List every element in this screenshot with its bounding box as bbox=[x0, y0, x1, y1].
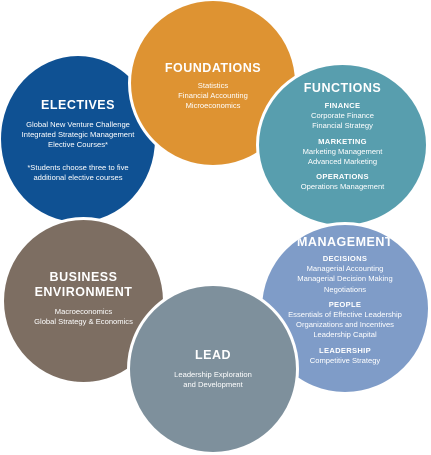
functions-title: FUNCTIONS bbox=[303, 81, 382, 95]
business-environment-title: BUSINESS ENVIRONMENT bbox=[4, 270, 163, 300]
functions-item: Advanced Marketing bbox=[307, 157, 378, 167]
functions-item: Financial Strategy bbox=[312, 121, 373, 131]
management-subheading: LEADERSHIP bbox=[319, 345, 371, 355]
functions-subheading: FINANCE bbox=[324, 101, 361, 110]
foundations-item: Microeconomics bbox=[185, 101, 241, 111]
foundations-item: Financial Accounting bbox=[178, 91, 248, 101]
management-circle: MANAGEMENT DECISIONS Managerial Accounti… bbox=[259, 222, 431, 395]
management-item: Managerial Accounting bbox=[306, 264, 384, 274]
management-subheading: PEOPLE bbox=[328, 299, 362, 309]
lead-item: and Development bbox=[183, 380, 243, 390]
foundations-title: FOUNDATIONS bbox=[164, 61, 262, 75]
functions-subheading: MARKETING bbox=[318, 136, 367, 146]
lead-item: Leadership Exploration bbox=[174, 370, 252, 379]
management-item: Managerial Decision Making bbox=[297, 274, 393, 284]
foundations-item: Statistics bbox=[197, 81, 229, 90]
business-environment-item: Global Strategy & Economics bbox=[34, 317, 133, 327]
functions-subheading: OPERATIONS bbox=[316, 172, 369, 182]
functions-item: Marketing Management bbox=[302, 146, 383, 156]
business-environment-title-line2: ENVIRONMENT bbox=[34, 285, 133, 299]
management-item: Negotiations bbox=[323, 284, 367, 294]
business-environment-item: Macroeconomics bbox=[54, 307, 113, 316]
electives-title: ELECTIVES bbox=[41, 98, 115, 112]
electives-note: *Students choose three to five bbox=[27, 162, 129, 172]
lead-title: LEAD bbox=[194, 348, 232, 362]
electives-item: Global New Venture Challenge bbox=[26, 120, 130, 129]
lead-circle: LEAD Leadership Exploration and Developm… bbox=[127, 283, 299, 455]
business-environment-title-line1: BUSINESS bbox=[49, 270, 118, 284]
functions-item: Operations Management bbox=[300, 182, 385, 192]
management-item: Essentials of Effective Leadership bbox=[288, 310, 402, 320]
electives-item: Elective Courses* bbox=[48, 140, 108, 150]
electives-note: additional elective courses bbox=[33, 172, 123, 182]
management-item: Organizations and Incentives bbox=[296, 320, 394, 330]
management-item: Leadership Capital bbox=[313, 330, 377, 340]
functions-item: Corporate Finance bbox=[311, 111, 374, 121]
management-subheading: DECISIONS bbox=[322, 254, 368, 263]
management-title: MANAGEMENT bbox=[297, 235, 393, 249]
functions-circle: FUNCTIONS FINANCE Corporate Finance Fina… bbox=[256, 62, 429, 228]
electives-item: Integrated Strategic Management bbox=[21, 130, 135, 140]
management-item: Competitive Strategy bbox=[309, 355, 381, 365]
